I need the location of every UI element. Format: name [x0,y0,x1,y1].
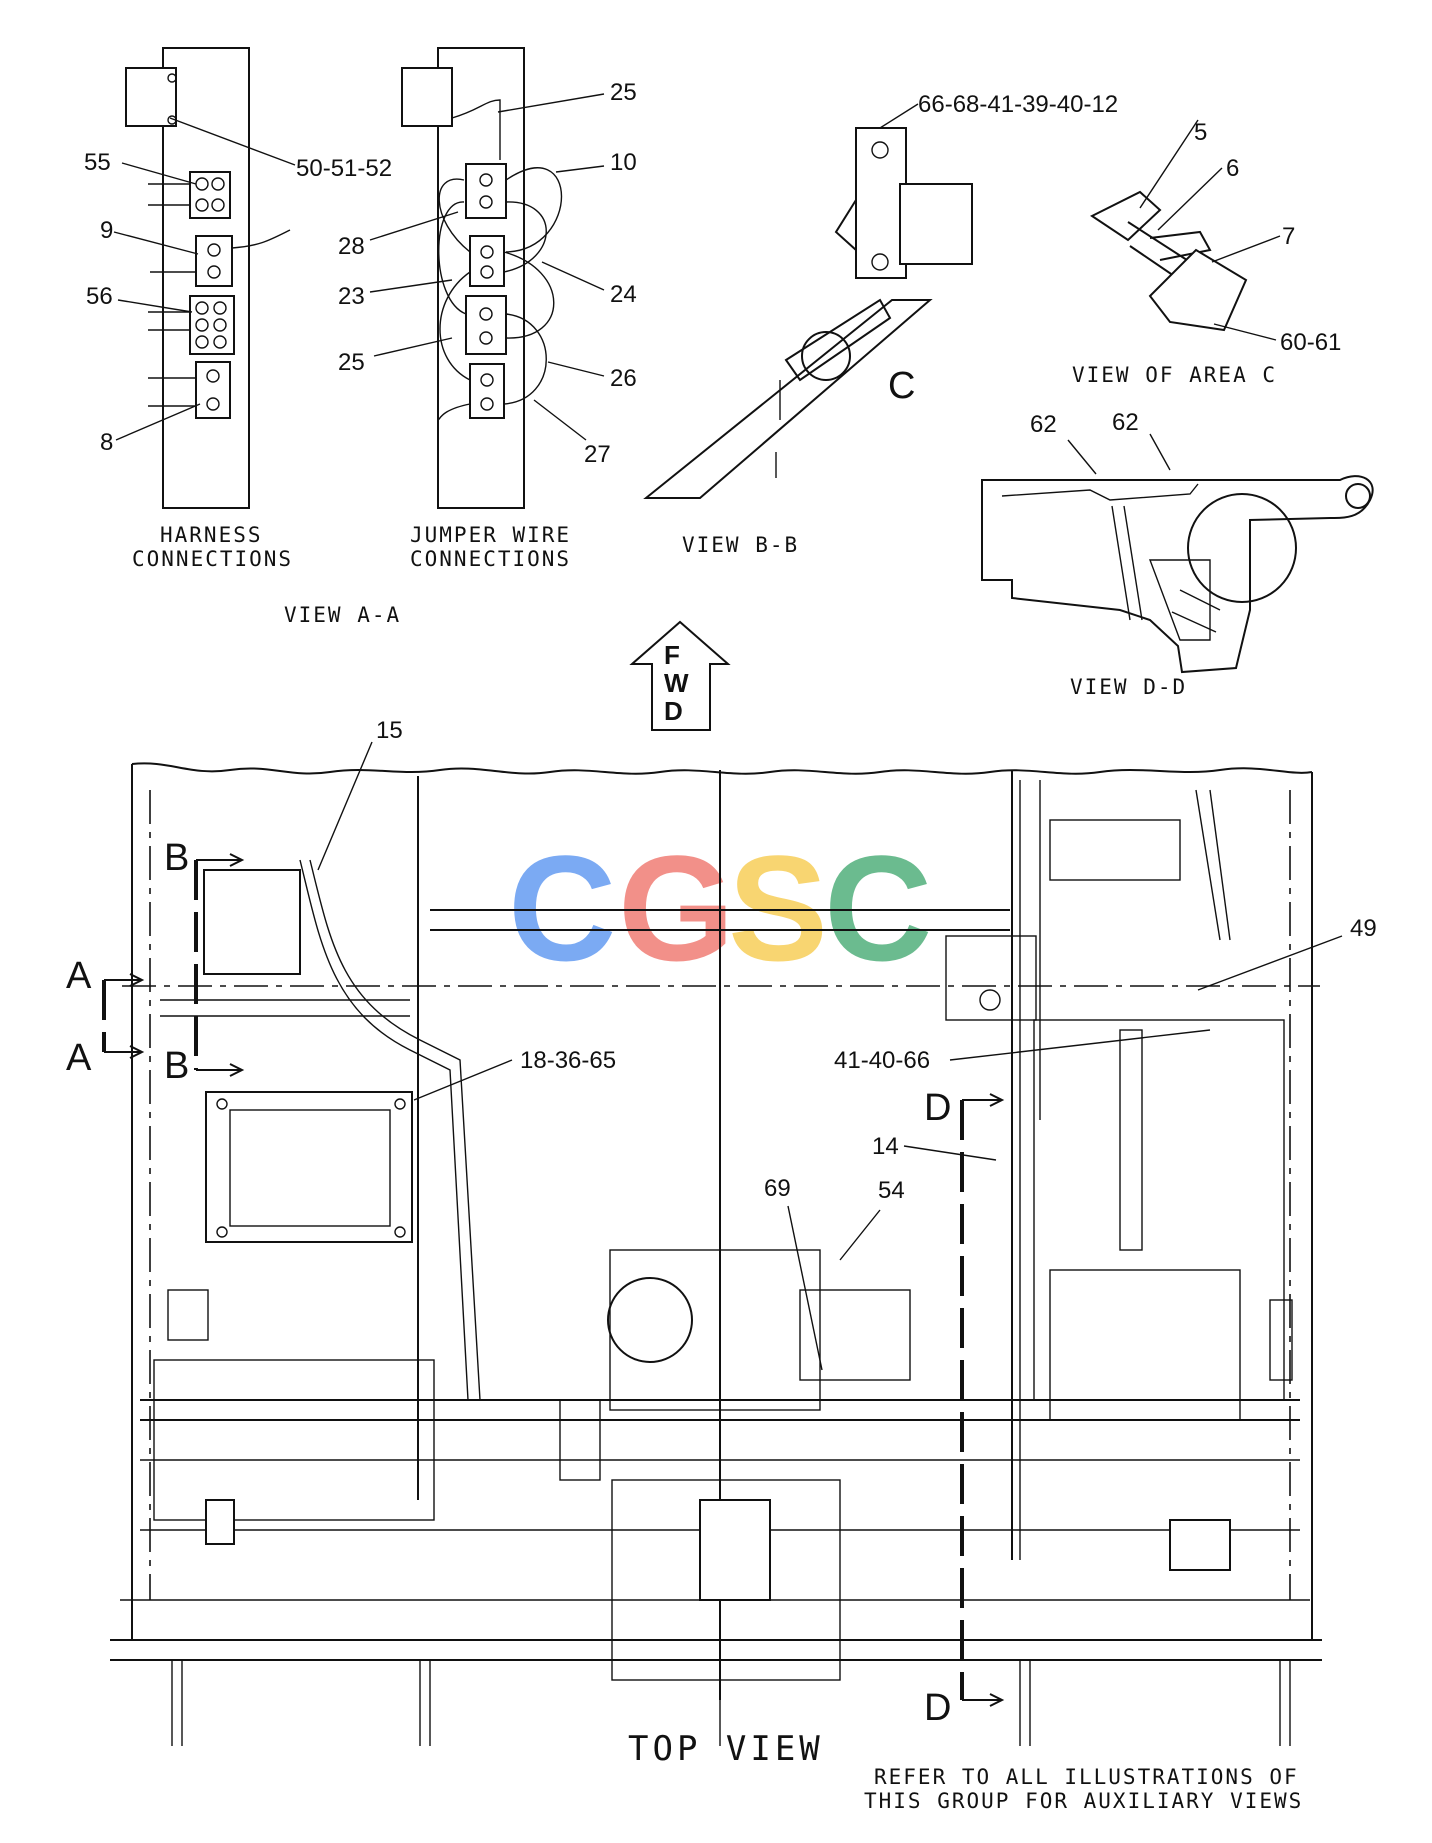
caption-view-dd: VIEW D-D [1070,675,1187,699]
callout-25-top: 25 [610,79,637,106]
note-line2: THIS GROUP FOR AUXILIARY VIEWS [864,1789,1303,1813]
jumper-wire-view: 25 10 28 23 24 25 26 27 JUMPER WIRE CONN… [284,47,637,627]
section-letter-b-top: B [164,837,189,879]
watermark-letter-3: S [728,824,828,992]
watermark: C G S C [508,824,932,992]
dd-plate [981,475,1374,674]
section-letter-a-top: A [66,955,92,997]
fwd-letter-f: F [664,640,680,670]
caption-view-area-c: VIEW OF AREA C [1072,363,1277,387]
callout-5: 5 [1194,119,1207,146]
callout-27: 27 [584,441,611,468]
callout-6: 6 [1226,155,1239,182]
jumper-bracket [401,67,453,127]
section-letter-d-top: D [924,1087,951,1129]
section-letter-a-bottom: A [66,1037,92,1079]
caption-harness-line1: HARNESS [160,523,263,547]
callout-15: 15 [376,717,403,744]
callout-8: 8 [100,429,113,456]
callout-60-61: 60-61 [1280,329,1341,356]
caption-view-aa: VIEW A-A [284,603,401,627]
section-letter-c: C [888,365,915,407]
callout-66-68-41-39-40-12: 66-68-41-39-40-12 [918,91,1118,118]
callout-62a: 62 [1030,411,1057,438]
fwd-letter-d: D [664,696,683,726]
callout-49: 49 [1350,915,1377,942]
callout-10: 10 [610,149,637,176]
callout-62b: 62 [1112,409,1139,436]
section-letter-d-bottom: D [924,1687,951,1729]
watermark-letter-1: C [508,824,616,992]
callout-41-40-66: 41-40-66 [834,1047,930,1074]
watermark-letter-2: G [618,824,735,992]
callout-26: 26 [610,365,637,392]
callout-28: 28 [338,233,365,260]
area-c-bracket [1090,190,1162,242]
view-dd: 62 62 VIEW D-D [981,409,1374,699]
harness-connections-view: 55 9 56 8 50-51-52 HARNESS CONNECTIONS [84,47,392,571]
callout-25-mid: 25 [338,349,365,376]
fwd-letter-w: W [664,668,689,698]
callout-18-36-65: 18-36-65 [520,1047,616,1074]
callout-7: 7 [1282,223,1295,250]
callout-55: 55 [84,149,111,176]
terminal-block-9 [150,229,291,287]
callout-14: 14 [872,1133,899,1160]
terminal-block-8 [148,361,231,419]
bb-plate [643,299,933,499]
bb-bracket [855,127,907,279]
callout-9: 9 [100,217,113,244]
fwd-arrow: F W D [629,620,731,731]
callout-50-51-52: 50-51-52 [296,155,392,182]
caption-jumper-line1: JUMPER WIRE [410,523,571,547]
break-line [131,762,1313,775]
jumper-panel [437,47,525,509]
callout-24: 24 [610,281,637,308]
watermark-letter-4: C [824,824,932,992]
view-bb: 66-68-41-39-40-12 C VIEW B-B [643,91,1118,557]
callout-54: 54 [878,1177,905,1204]
caption-jumper-line2: CONNECTIONS [410,547,571,571]
callout-69: 69 [764,1175,791,1202]
note-line1: REFER TO ALL ILLUSTRATIONS OF [874,1765,1299,1789]
harness-panel [162,47,250,509]
top-view: A A B B D D 15 49 18-36-65 41-40-66 14 6… [66,717,1377,1813]
caption-view-bb: VIEW B-B [682,533,799,557]
callout-23: 23 [338,283,365,310]
area-c-housing [1148,248,1248,332]
view-area-c: 5 6 7 60-61 VIEW OF AREA C [1072,119,1341,387]
caption-top-view: TOP VIEW [628,1729,824,1769]
control-box [205,1091,413,1243]
terminal-block-56 [148,295,235,355]
caption-harness-line2: CONNECTIONS [132,547,293,571]
section-letter-b-bottom: B [164,1045,189,1087]
terminal-block-55 [148,171,231,219]
callout-56: 56 [86,283,113,310]
